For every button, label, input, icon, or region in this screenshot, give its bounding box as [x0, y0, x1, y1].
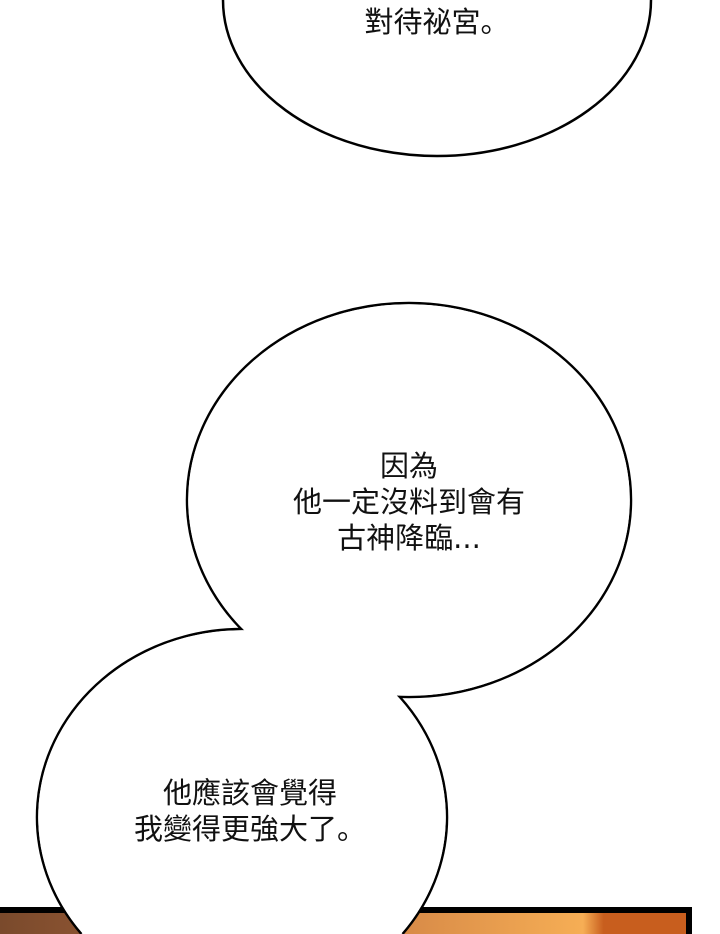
text-line: 他應該會覺得: [162, 776, 337, 810]
text-line: 古神降臨...: [337, 521, 481, 555]
text-line: 因為: [379, 449, 438, 483]
text-line: 對待祕宮。: [364, 5, 510, 39]
text-line: 我變得更強大了。: [133, 812, 366, 846]
text-line: 他一定沒料到會有: [292, 485, 525, 519]
speech-bubble-merged: [35, 301, 633, 934]
bubble-top-text: 對待祕宮。: [337, 4, 537, 40]
bubble-bottom-text: 他應該會覺得 我變得更強大了。: [100, 775, 400, 847]
speech-bubble-top: [221, 0, 653, 158]
bubble-middle-text: 因為 他一定沒料到會有 古神降臨...: [259, 448, 559, 556]
